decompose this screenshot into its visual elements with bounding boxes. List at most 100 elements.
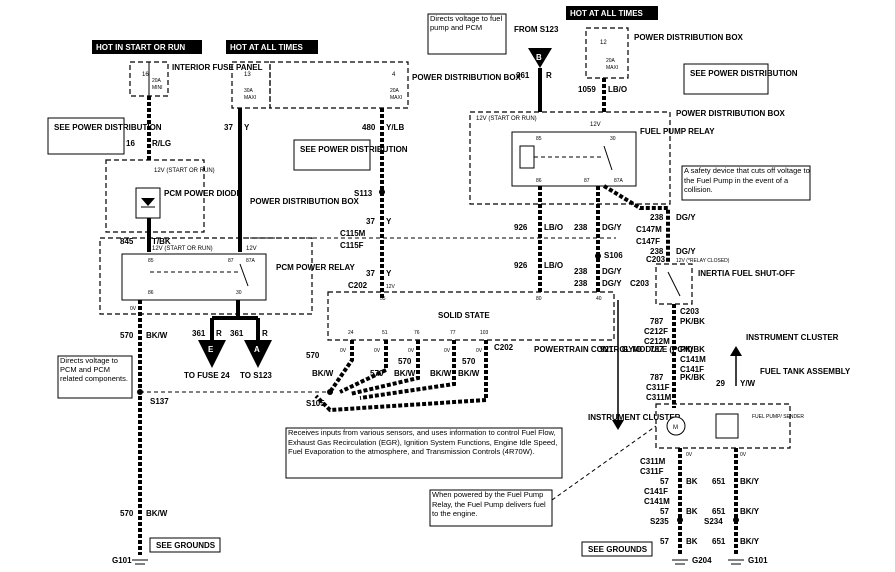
see-power-distribution-box-3: SEE POWER DISTRIBUTION [683,63,798,95]
header-hot-all-times-2: HOT AT ALL TIMES [566,6,658,20]
fuse-rating: 20A [390,88,400,94]
wire-color: BK/W [312,369,334,378]
wire-color: R [262,329,268,338]
ground-label: G101 [112,556,132,565]
pcm-label: POWERTRAIN CONTROL MODULE (PCM) [534,345,693,354]
connector-label: C311F [646,383,670,392]
connector-label: C141F [644,487,668,496]
wire-number: 1059 [578,85,596,94]
header-text: HOT IN START OR RUN [96,43,185,52]
inertia-fuel-shutoff: INERTIA FUEL SHUT-OFF C203 [630,263,795,305]
wire-number: 570 [120,509,134,518]
inertia-switch-label: INERTIA FUEL SHUT-OFF [698,269,795,278]
voltage-label: 12V (START OR RUN) [476,116,537,122]
wire-number: 787 [650,317,664,326]
pcm-power-relay: 85 87 87A 86 30 PCM POWER RELAY 0V [99,237,355,315]
voltage-label: 0V [740,452,747,458]
connector-label: C115F [340,241,364,250]
connector-label: C311M [640,457,666,466]
wire-color: BK [686,477,698,486]
wire-number: 238 [650,213,664,222]
wire-color: R [546,71,552,80]
pin-label: 51 [382,330,388,336]
see-grounds-text: SEE GROUNDS [588,545,648,554]
wire-color: PK/BK [680,317,705,326]
voltage-label: 0V [340,348,347,354]
wire-number: 361 [192,329,206,338]
wire-number: 787 [650,345,664,354]
connector-label: C141M [680,355,706,364]
wire-color: T/BK [152,237,171,246]
wire-number: 787 [650,373,664,382]
wire-color: Y [244,123,250,132]
see-grounds-text: SEE GROUNDS [156,541,216,550]
header-hot-all-times-1: HOT AT ALL TIMES [226,40,318,54]
see-power-distribution-box-1: SEE POWER DISTRIBUTION [47,117,162,155]
wire-number: 238 [574,267,588,276]
pcm-ground-harness: 0V 0V 0V 0V 0V 570 BK/W 570 BK/W 570 BK/… [306,340,488,413]
wire-number: 570 [120,331,134,340]
wire-number: 570 [370,369,384,378]
connector-label: C212M [644,337,670,346]
wire-number: 57 [660,507,669,516]
fuse-rating: 20A [152,78,162,84]
wire-number: 480 [362,123,376,132]
ground-g101-right: G101 [728,556,768,565]
power-distribution-box-label: POWER DISTRIBUTION BOX [412,73,522,82]
pcm-power-diode-label: PCM POWER DIODE [164,189,242,198]
pin-label: 85 [148,258,154,264]
motor-symbol: M [673,425,678,431]
note-receives-inputs: Receives inputs from various sensors, an… [285,427,563,479]
wire-color: Y/W [740,379,756,388]
wire-number: 238 [650,247,664,256]
wire-number: 926 [514,261,528,270]
fuse-number: 4 [392,72,396,78]
marker-b: B [528,48,552,68]
see-power-distribution-box-2: SEE POWER DISTRIBUTION [293,139,408,171]
wire-number: 238 [574,279,588,288]
wire-number: 37 [366,217,375,226]
interior-fuse-panel-label: INTERIOR FUSE PANEL [172,63,263,72]
pin-label: 103 [480,330,489,336]
note-text: A safety device that cuts off voltage to… [684,166,810,194]
wire-color: DG/Y [602,267,622,276]
fuel-pump-sender-label: FUEL PUMP/ SENDER [752,414,804,420]
wire-color: PK/BK [680,373,705,382]
splice-label: S113 [354,189,373,198]
wire-number: 921 [600,345,614,354]
power-distribution-box-label: POWER DISTRIBUTION BOX [250,197,360,206]
connector-label: C141M [644,497,670,506]
connector-label: C203 [630,279,650,288]
fuel-pump-sender: M FUEL PUMP/ SENDER [655,403,804,449]
ground-label: G101 [748,556,768,565]
wire-color: Y [386,269,392,278]
splice-label: S106 [604,251,623,260]
connector-label: C203 [680,307,700,316]
note-directs-fuel-pump: Directs voltage to fuel pump and PCM [427,13,507,55]
voltage-label: 0V [130,306,137,312]
wire-number: 16 [126,139,135,148]
voltage-label: 12V [246,246,257,252]
see-power-distribution-text: SEE POWER DISTRIBUTION [54,123,162,132]
fuse-4: 4 20A MAXI [269,61,409,109]
note-text: Directs voltage to fuel pump and PCM [430,14,503,32]
wire-number: 651 [712,537,726,546]
wire-number: 238 [574,223,588,232]
splice-label: S105 [306,399,325,408]
wire-color: R [216,329,222,338]
connector-label: C115M [340,229,366,238]
to-fuse-24-label: TO FUSE 24 [184,371,230,380]
wire-number: 361 [230,329,244,338]
fuse-type: MAXI [606,65,618,71]
wire-color: Y [386,217,392,226]
pin-label: 40 [596,296,602,302]
wire-color: GY/O [622,345,642,354]
pin-label: 85 [536,136,542,142]
fuse-number: 13 [244,72,251,78]
header-text: HOT AT ALL TIMES [230,43,304,52]
wire-color: BK [686,507,698,516]
header-hot-start-run: HOT IN START OR RUN [92,40,202,54]
pin-label: 30 [610,136,616,142]
fuse-type: MINI [152,85,163,91]
